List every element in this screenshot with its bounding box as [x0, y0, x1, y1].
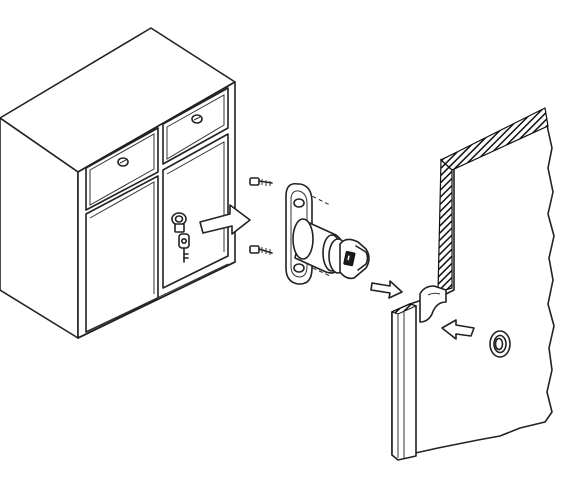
panel-side-edge [437, 158, 453, 293]
strike-ring [489, 330, 511, 358]
lock-key-head [339, 238, 370, 280]
left-drawer [85, 127, 159, 211]
cabinet [0, 27, 236, 339]
drawer-panel [390, 107, 555, 461]
mounting-screw-bottom [249, 245, 273, 255]
arrow-right-icon [199, 204, 251, 235]
cam-lock-body [249, 177, 370, 285]
right-drawer [162, 87, 229, 165]
door-lock-with-key [171, 212, 190, 263]
right-door [162, 133, 229, 289]
arrow-right-down-icon [370, 280, 403, 299]
screw-hole-top [293, 198, 305, 208]
mounting-screw-top [249, 177, 273, 186]
key-icon [178, 233, 190, 249]
left-drawer-lock-icon [117, 157, 129, 167]
arrow-left-icon [441, 319, 475, 340]
screw-hole-bottom [293, 263, 305, 273]
right-drawer-lock-icon [191, 114, 203, 124]
